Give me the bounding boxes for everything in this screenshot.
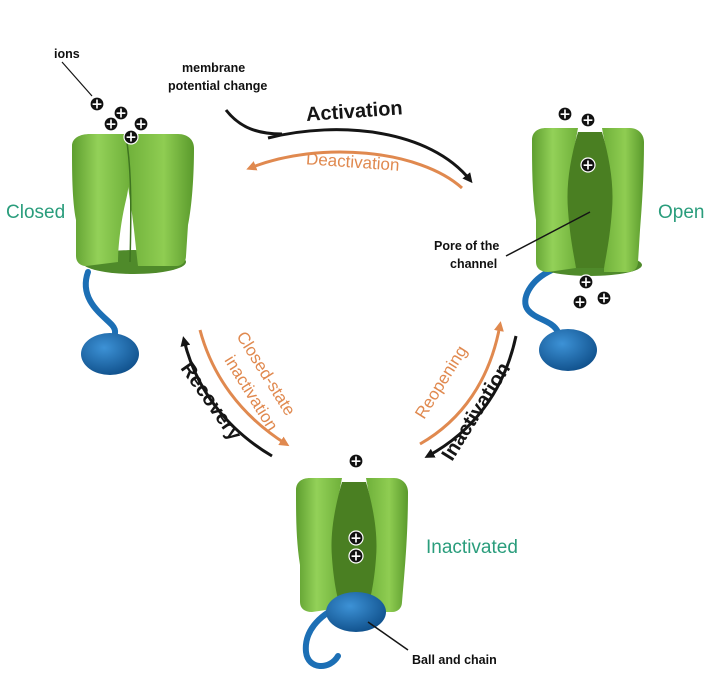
inactivated-channel-ball xyxy=(326,592,386,632)
recovery-arrow xyxy=(180,336,273,458)
svg-text:+: + xyxy=(105,117,117,133)
closed-channel-ball xyxy=(81,333,139,375)
pore-pointer-line xyxy=(505,211,591,257)
ion-plus-icon: + xyxy=(89,96,105,113)
activation-arrow xyxy=(267,128,473,184)
svg-text:+: + xyxy=(350,454,362,470)
arrows xyxy=(61,61,591,651)
ion-plus-icon: + xyxy=(103,116,119,133)
deactivation-label: Deactivation xyxy=(305,149,400,174)
inactivation-arrow xyxy=(424,335,518,458)
svg-text:+: + xyxy=(91,97,103,113)
svg-text:+: + xyxy=(580,275,592,291)
closed-channel xyxy=(72,134,194,375)
svg-text:+: + xyxy=(582,113,594,129)
ion-plus-icon: + xyxy=(580,112,596,129)
inactivated-channel-right-subunit xyxy=(366,478,408,612)
svg-text:+: + xyxy=(598,291,610,307)
ion-plus-icon: + xyxy=(348,548,364,565)
pore-label-line2: channel xyxy=(450,257,497,271)
closed-state-inactivation-arrow xyxy=(198,329,290,447)
ion-plus-icon: + xyxy=(348,453,364,470)
state-label-inactivated: Inactivated xyxy=(426,537,518,558)
ion-plus-icon: + xyxy=(578,274,594,291)
ions-group: ++++++++++++++ xyxy=(89,96,612,565)
reopening-arrow xyxy=(419,321,504,446)
ion-plus-icon: + xyxy=(123,129,139,146)
svg-text:+: + xyxy=(135,117,147,133)
svg-text:+: + xyxy=(574,295,586,311)
closed-channel-right-subunit xyxy=(126,134,194,266)
open-channel-pore xyxy=(567,132,613,268)
deactivation-arrow xyxy=(246,150,464,190)
inactivated-channel-left-subunit xyxy=(296,478,342,612)
ions-label: ions xyxy=(54,47,80,61)
ball-pointer-line xyxy=(367,621,409,651)
svg-text:+: + xyxy=(350,549,362,565)
ions-pointer-line xyxy=(61,61,93,97)
activation-label: Activation xyxy=(305,97,403,126)
svg-text:+: + xyxy=(115,106,127,122)
state-label-open: Open xyxy=(658,202,704,223)
membrane-label-line1: membrane xyxy=(182,61,245,75)
svg-text:+: + xyxy=(582,158,594,174)
open-channel-right-subunit xyxy=(602,128,644,272)
ion-plus-icon: + xyxy=(557,106,573,123)
membrane-potential-curve xyxy=(224,109,283,136)
closed-channel-left-subunit xyxy=(72,134,130,266)
ball-and-chain-label: Ball and chain xyxy=(412,653,497,667)
open-channel xyxy=(522,128,644,371)
svg-text:+: + xyxy=(559,107,571,123)
ion-plus-icon: + xyxy=(133,116,149,133)
ion-plus-icon: + xyxy=(348,530,364,547)
state-label-closed: Closed xyxy=(6,202,65,223)
svg-text:+: + xyxy=(350,531,362,547)
open-channel-ball xyxy=(539,329,597,371)
inactivated-channel-chain xyxy=(302,603,343,669)
ion-plus-icon: + xyxy=(580,157,596,174)
membrane-label-line2: potential change xyxy=(168,79,267,93)
open-channel-chain xyxy=(522,267,561,335)
pore-label-line1: Pore of the xyxy=(434,239,499,253)
ion-plus-icon: + xyxy=(596,290,612,307)
svg-text:+: + xyxy=(125,130,137,146)
ion-plus-icon: + xyxy=(572,294,588,311)
ion-plus-icon: + xyxy=(113,105,129,122)
